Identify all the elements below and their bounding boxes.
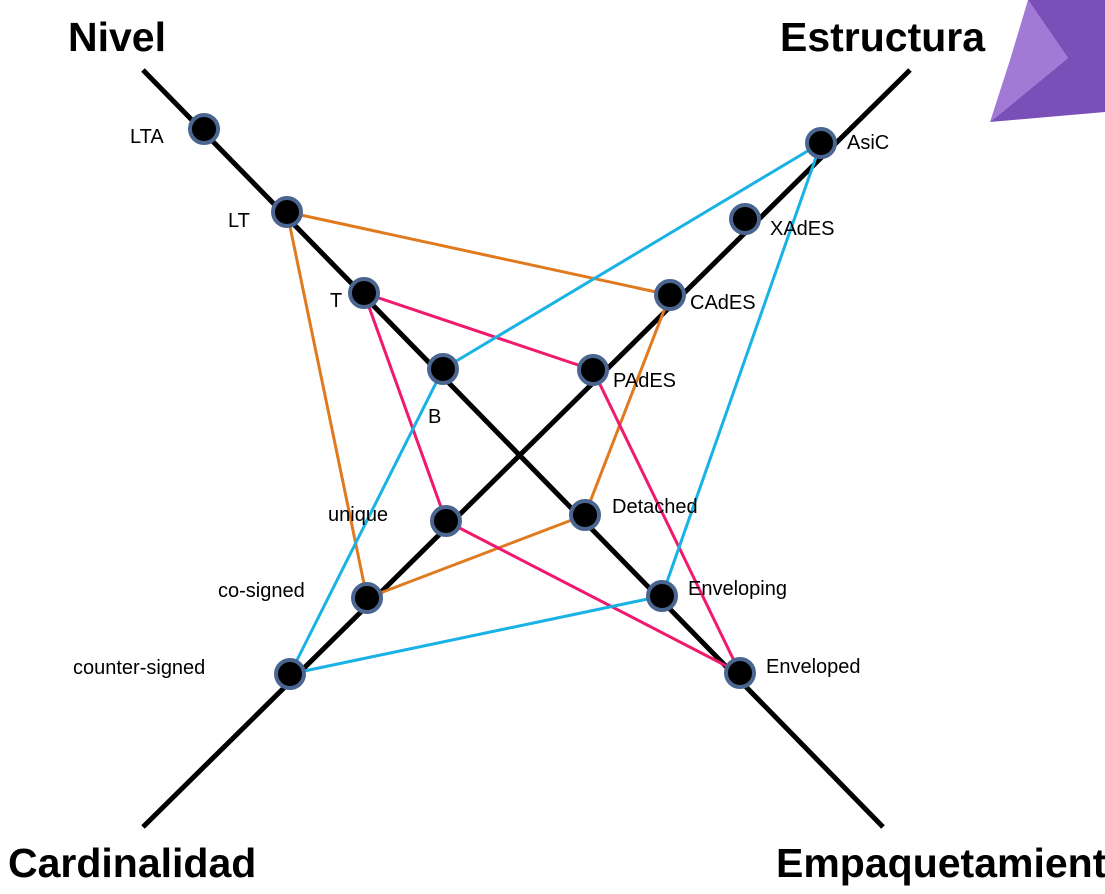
link-pades-enveloped <box>591 369 742 674</box>
link-unique-enveloped <box>445 519 741 675</box>
node-b <box>427 353 459 385</box>
axis-line-estructura-cardinalidad <box>141 68 912 829</box>
label-detached: Detached <box>612 496 698 518</box>
label-t: T <box>330 290 343 312</box>
label-enveloping: Enveloping <box>688 578 787 600</box>
nodes <box>188 113 837 690</box>
label-cades: CAdES <box>690 292 756 314</box>
label-lt: LT <box>228 210 250 232</box>
link-asic-enveloping <box>660 142 823 597</box>
label-xades: XAdES <box>770 218 835 240</box>
node-asic <box>805 127 837 159</box>
node-xades <box>729 203 761 235</box>
node-countersigned <box>274 658 306 690</box>
node-enveloping <box>646 580 678 612</box>
cyan-links <box>288 141 823 676</box>
link-detached-cosigned <box>366 513 586 600</box>
axis-title-empaquetamiento: Empaquetamiento <box>776 840 1105 886</box>
link-b-asic <box>442 141 822 371</box>
purple-chevron-icon <box>990 0 1105 122</box>
node-enveloped <box>724 657 756 689</box>
pink-links <box>362 291 742 675</box>
label-cosigned: co-signed <box>218 580 305 602</box>
node-lta <box>188 113 220 145</box>
node-cosigned <box>351 582 383 614</box>
axis-title-nivel: Nivel <box>68 14 166 60</box>
label-lta: LTA <box>130 126 164 148</box>
link-t-pades <box>363 291 594 372</box>
link-lt-cosigned <box>285 211 369 599</box>
node-cades <box>654 279 686 311</box>
link-lt-cades <box>286 210 671 297</box>
label-asic: AsiC <box>847 132 890 154</box>
label-enveloped: Enveloped <box>766 656 861 678</box>
axis-line-nivel-empaquetamiento <box>141 68 885 829</box>
link-t-unique <box>362 292 448 522</box>
node-unique <box>430 505 462 537</box>
link-enveloping-countersigned <box>289 594 663 676</box>
node-detached <box>569 499 601 531</box>
axis-title-estructura: Estructura <box>780 14 986 60</box>
label-unique: unique <box>328 504 389 526</box>
axis-title-cardinalidad: Cardinalidad <box>8 840 257 886</box>
label-countersigned: counter-signed <box>73 657 206 679</box>
link-cades-cosigned <box>583 294 672 516</box>
link-b-countersigned <box>288 368 445 675</box>
node-lt <box>271 196 303 228</box>
orange-links <box>285 210 672 600</box>
label-pades: PAdES <box>613 370 676 392</box>
node-pades <box>577 354 609 386</box>
node-t <box>348 277 380 309</box>
label-b: B <box>428 406 442 428</box>
